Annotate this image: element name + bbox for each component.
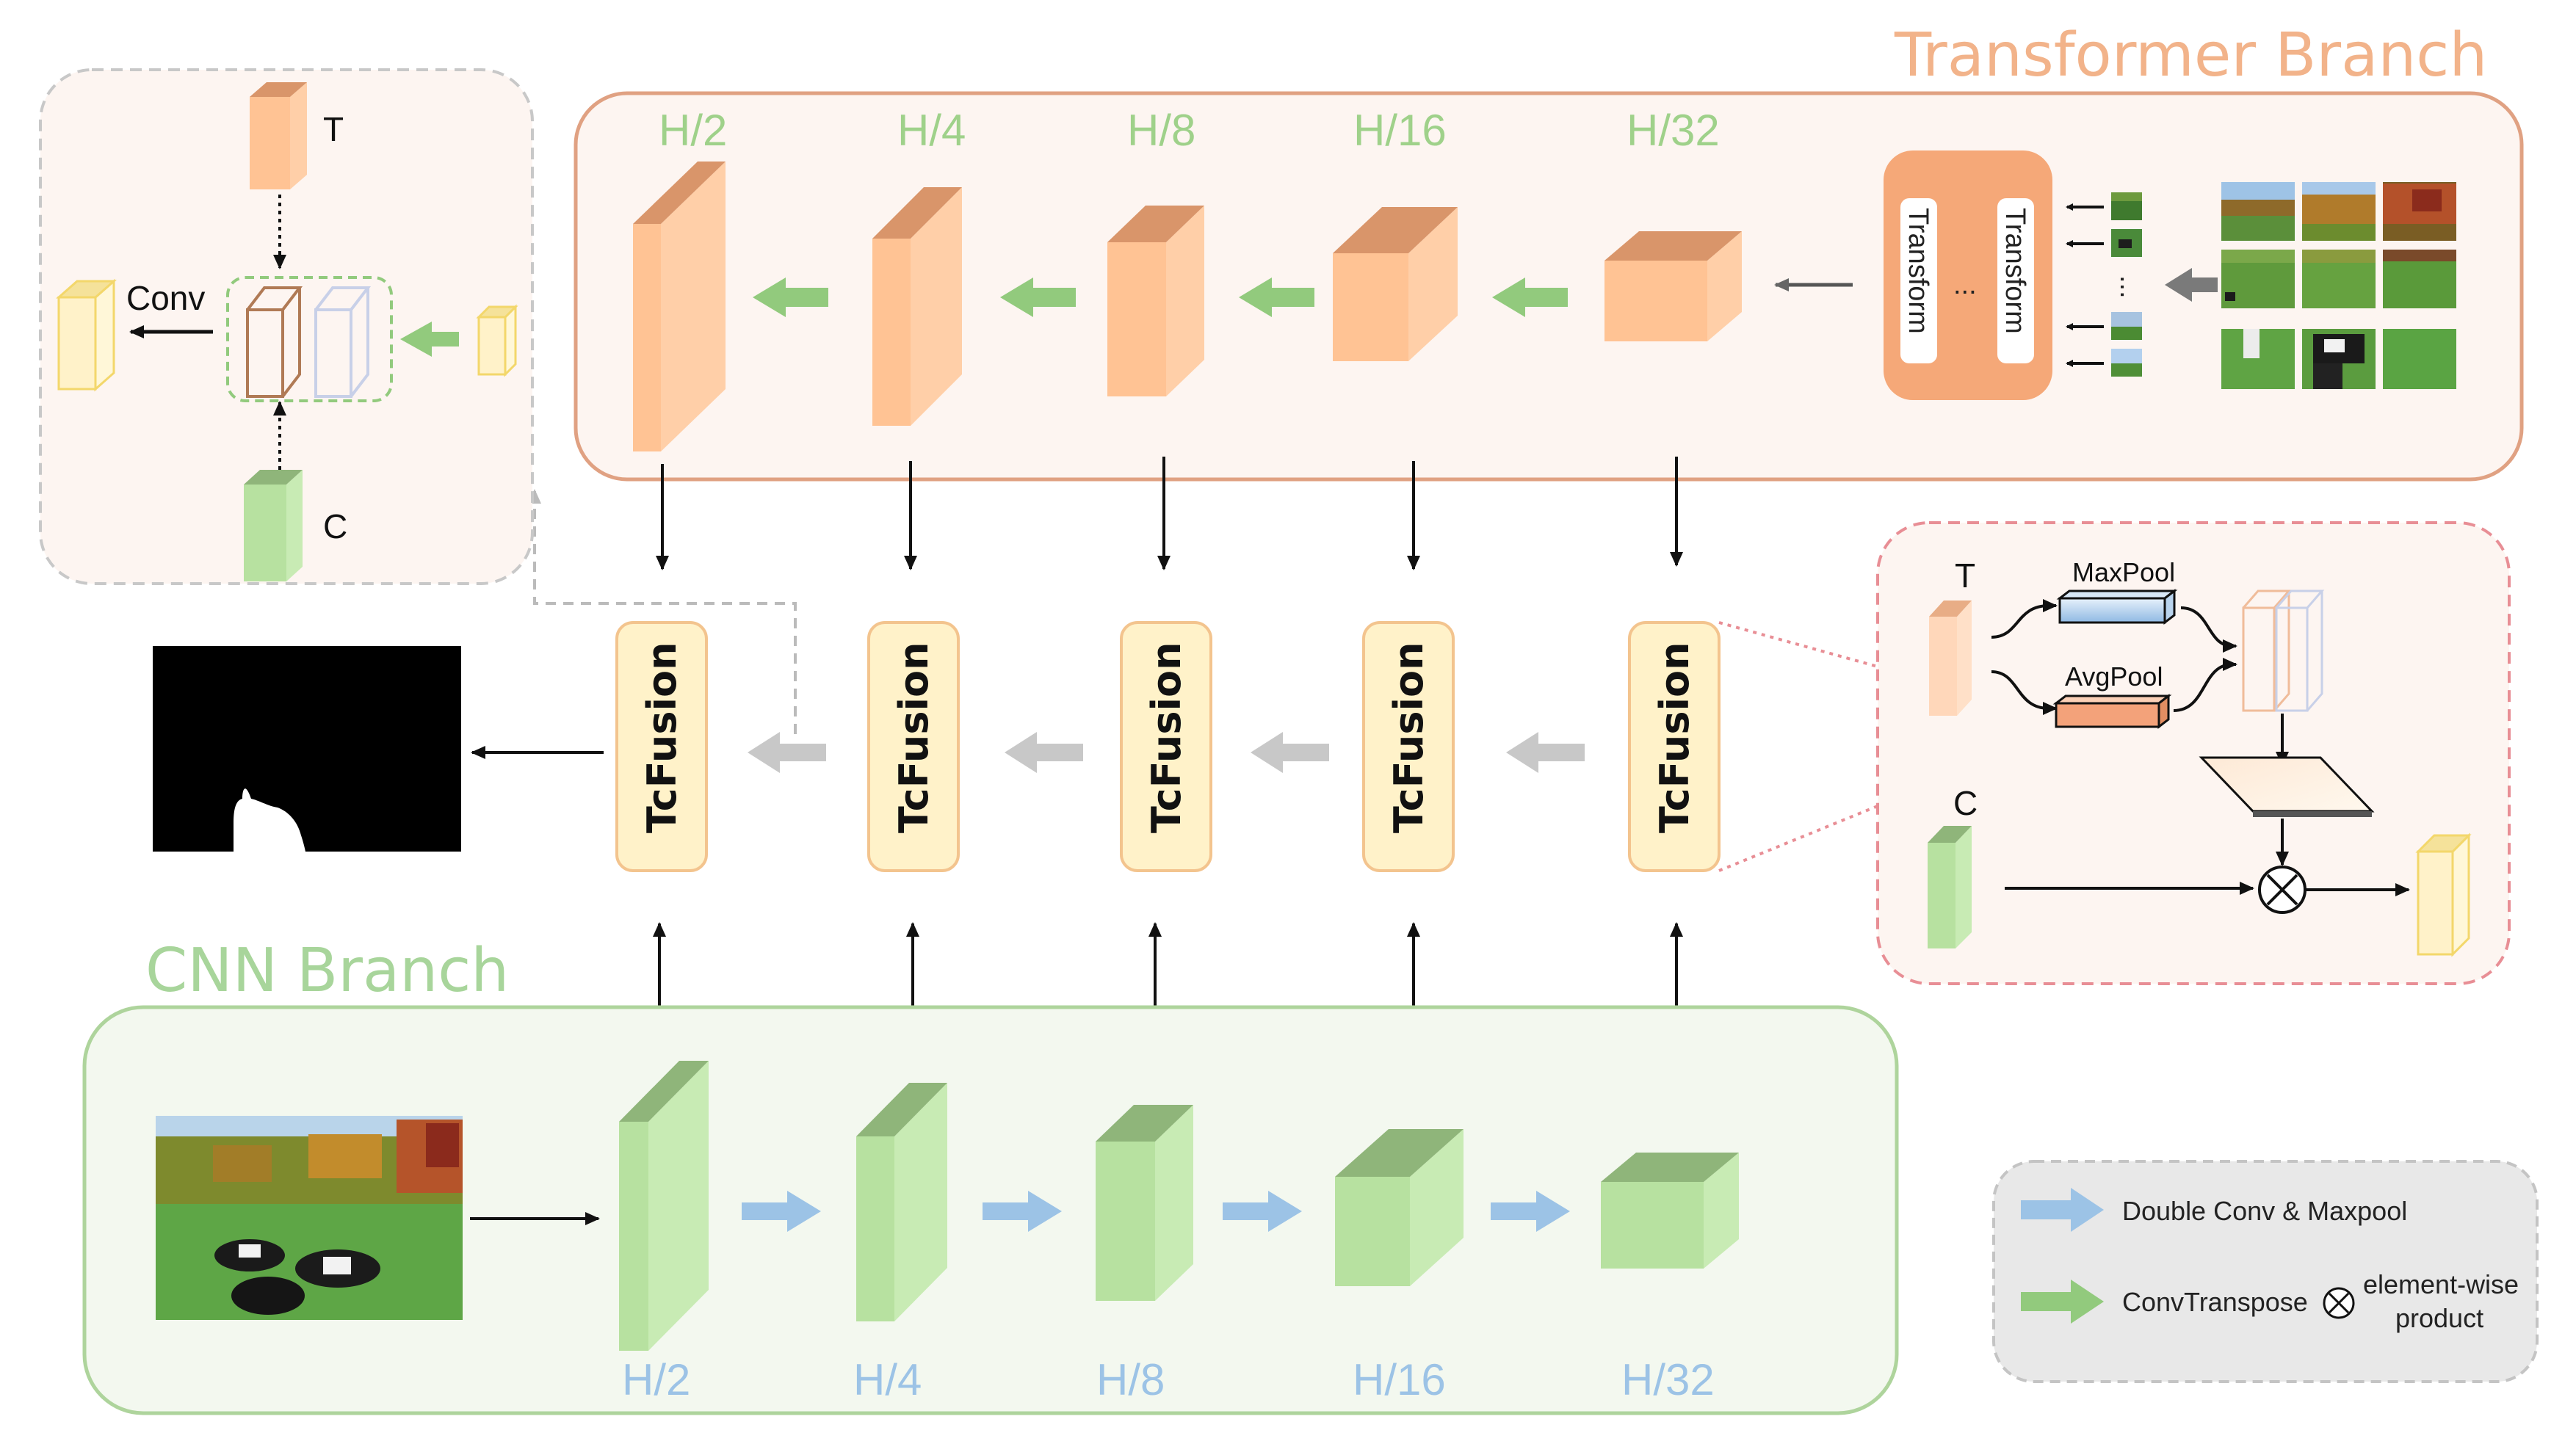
inset-concat-blue [314,286,372,398]
tcfusion-label: TcFusion [891,642,937,833]
tcfusion-label: TcFusion [1143,642,1190,833]
cnn-branch-title: CNN Branch [145,936,509,1006]
attention-map-plane-edge [2253,811,2372,817]
cnn-scale-label: H/4 [853,1355,922,1404]
transformer-scale-label: H/32 [1627,106,1720,155]
legend-elementwise-label: element-wise [2363,1269,2519,1299]
tcfusion-block: TcFusion [1120,621,1212,872]
elementwise-product-icon [2258,866,2307,914]
transformer-feature-block-h4 [872,187,962,426]
inset-concat-orange [246,286,303,398]
cnn-scale-label: H/8 [1096,1355,1165,1404]
legend-blue-arrow [2021,1188,2104,1232]
legend-green-arrow [2021,1280,2104,1324]
transformer-branch-title: Transformer Branch [1894,21,2487,90]
inset-right-cnn-feature [1928,826,1972,948]
transformer-to-fusion-arrows [656,457,1683,570]
inset-connector [528,489,797,734]
convtranspose-arrow [753,277,828,317]
token-ellipsis: ... [2114,275,2145,299]
transformer-scale-label: H/8 [1127,106,1195,155]
cnn-feature-block-h32 [1601,1153,1739,1269]
convtranspose-arrow [1492,277,1568,317]
t-to-avgpool-arrow [1991,670,2058,715]
patchified-input-image [2221,182,2456,389]
transformer-scale-label: H/2 [659,106,727,155]
fusion-flow-arrows [748,732,1585,773]
cnn-scale-label: H/32 [1621,1355,1715,1404]
transformer-feature-block-h16 [1333,207,1458,361]
inset-right-t-label: T [1955,556,1975,595]
transformer-encoder: Transform Transform ... [1884,150,2052,400]
convtranspose-arrow [1239,277,1314,317]
inset-output-feature [56,278,117,392]
inset-right-concat [2242,589,2325,712]
maxpool-op [2056,588,2178,625]
tcfusion-label: TcFusion [639,642,685,833]
t-to-maxpool-arrow [1991,599,2058,639]
inset-connector [1718,805,1878,872]
inset-small-feature [476,304,518,377]
tcfusion-detail-inset [1876,521,2511,985]
tcfusion-block: TcFusion [1362,621,1455,872]
inset-conv-label: Conv [126,279,205,317]
inset-connector [1718,621,1878,668]
encoder-ellipsis: ... [1953,269,1977,300]
tcfusion-block: TcFusion [867,621,960,872]
legend-convtranspose-label: ConvTranspose [2122,1287,2308,1317]
cnn-scale-label: H/16 [1353,1355,1446,1404]
transformer-feature-block-h8 [1107,206,1204,396]
transformer-feature-block-h32 [1604,231,1742,341]
cnn-feature-block-h16 [1335,1129,1464,1286]
inset-cnn-feature [244,470,303,581]
transform-layer-label: Transform [2000,208,2030,334]
legend-product-icon [2323,1287,2355,1319]
tcfusion-block: TcFusion [1628,621,1721,872]
avgpool-label: AvgPool [2065,661,2163,692]
inset-t-label: T [323,110,344,148]
legend-double-conv-label: Double Conv & Maxpool [2122,1196,2407,1226]
maxpool-label: MaxPool [2072,557,2175,587]
cnn-feature-block-h8 [1096,1105,1193,1301]
input-image [156,1116,463,1320]
avgpool-op [2052,693,2172,730]
transformer-scale-label: H/16 [1353,106,1447,155]
tcfusion-label: TcFusion [1386,642,1432,833]
transformer-scale-label: H/4 [897,106,966,155]
cnn-scale-label: H/2 [622,1355,690,1404]
legend-product-label: product [2395,1303,2483,1333]
inset-concat-box [226,276,393,402]
cnn-feature-block-h4 [856,1083,947,1321]
upsampling-detail-inset [39,68,534,585]
inset-right-output-feature [2415,832,2472,957]
tcfusion-block: TcFusion [615,621,708,872]
token-input-arrows [2066,203,2104,367]
double-conv-arrow [742,1191,1570,1232]
tcfusion-label: TcFusion [1651,642,1698,833]
cnn-feature-block-h2 [619,1061,709,1351]
token-patch-images [2111,192,2142,377]
legend-box [1992,1160,2539,1383]
transformer-feature-block-h2 [633,162,726,451]
inset-c-label: C [323,507,347,545]
avgpool-to-concat-arrow [2173,658,2237,712]
output-segmentation-mask [153,646,461,852]
inset-convtranspose-arrow [400,322,459,357]
patch-to-token-arrow [2165,268,2218,302]
maxpool-to-concat-arrow [2180,606,2237,653]
transform-layer-label: Transform [1903,208,1933,334]
convtranspose-arrow [1000,277,1076,317]
inset-transformer-feature [250,82,307,189]
inset-right-transformer-feature [1929,601,1972,716]
inset-right-c-label: C [1953,784,1978,822]
